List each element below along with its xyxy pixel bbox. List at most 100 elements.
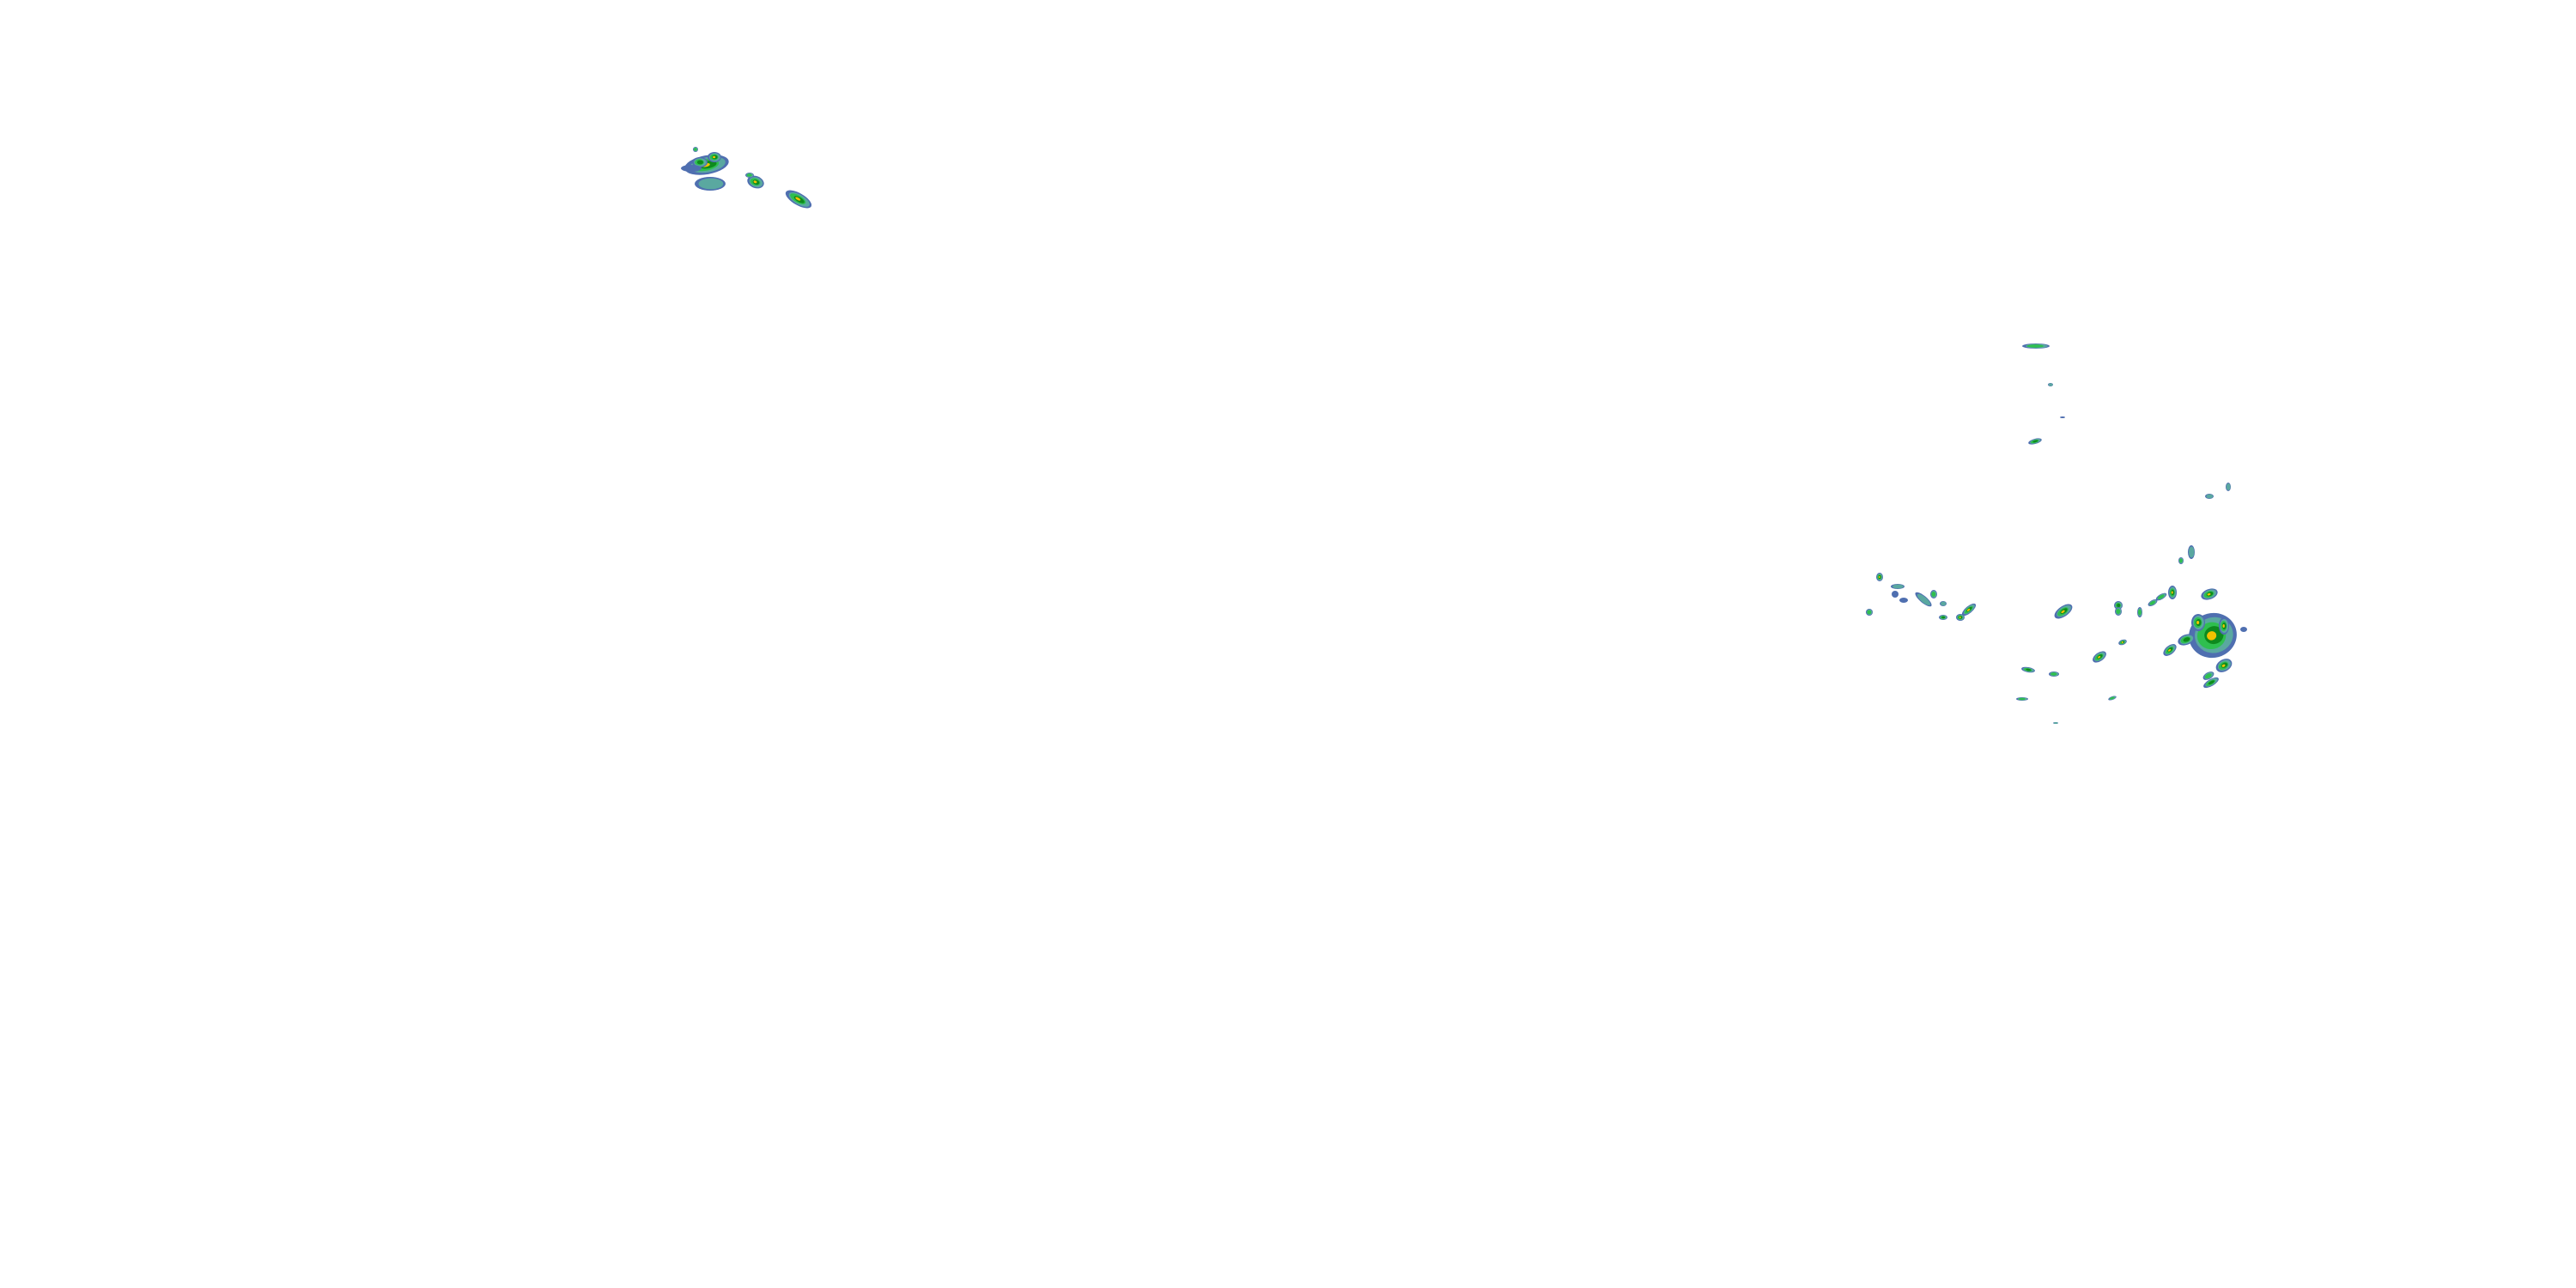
precipitation-cell xyxy=(2137,607,2142,617)
reflectivity-band xyxy=(2196,621,2200,624)
reflectivity-band xyxy=(746,173,752,177)
precipitation-cells xyxy=(681,147,2247,724)
precipitation-cell xyxy=(2163,644,2177,656)
reflectivity-band xyxy=(2226,483,2231,490)
precipitation-cell xyxy=(2148,599,2158,606)
precipitation-cell xyxy=(2215,659,2233,672)
precipitation-cell xyxy=(2021,666,2035,673)
precipitation-cell xyxy=(1915,592,1932,607)
precipitation-cell xyxy=(2155,592,2167,601)
precipitation-cell xyxy=(2115,607,2122,616)
precipitation-cell xyxy=(2219,617,2229,635)
precipitation-cell xyxy=(2049,671,2059,677)
precipitation-cell xyxy=(2188,545,2195,559)
precipitation-cell xyxy=(1961,603,1977,617)
reflectivity-band xyxy=(2138,609,2142,616)
reflectivity-band xyxy=(2060,416,2065,418)
reflectivity-band xyxy=(2149,600,2155,605)
precipitation-cell xyxy=(2060,416,2065,418)
precipitation-cell xyxy=(2114,601,2123,610)
reflectivity-band xyxy=(1867,610,1872,615)
precipitation-cell xyxy=(2205,494,2214,499)
reflectivity-band xyxy=(2048,383,2053,386)
reflectivity-band xyxy=(2204,673,2212,679)
reflectivity-band xyxy=(2117,604,2121,607)
precipitation-cell xyxy=(2178,557,2184,564)
reflectivity-band xyxy=(1931,592,1936,597)
reflectivity-band xyxy=(1892,591,1899,598)
precipitation-cell xyxy=(1866,609,1873,616)
precipitation-cell xyxy=(2048,383,2053,386)
reflectivity-band xyxy=(2116,609,2121,614)
reflectivity-band xyxy=(713,155,716,159)
precipitation-cell xyxy=(681,165,702,172)
reflectivity-band xyxy=(2207,592,2211,596)
precipitation-cell xyxy=(2016,697,2028,701)
reflectivity-band xyxy=(1941,601,1947,606)
reflectivity-band xyxy=(795,197,801,201)
precipitation-cell xyxy=(2093,651,2106,663)
precipitation-cell xyxy=(692,157,708,167)
reflectivity-band xyxy=(1941,616,1946,619)
reflectivity-band xyxy=(2061,610,2065,614)
precipitation-cell xyxy=(747,175,764,189)
reflectivity-band xyxy=(2026,344,2044,348)
precipitation-cell xyxy=(2240,627,2247,632)
reflectivity-band xyxy=(2208,680,2215,685)
reflectivity-band xyxy=(2179,558,2183,563)
precipitation-cell xyxy=(1891,584,1905,589)
reflectivity-band xyxy=(1917,593,1931,606)
reflectivity-band xyxy=(698,178,724,190)
precipitation-cell xyxy=(2178,634,2195,646)
precipitation-cell xyxy=(2191,614,2205,631)
reflectivity-band xyxy=(1893,584,1904,589)
precipitation-cell xyxy=(2226,483,2231,491)
precipitation-cell xyxy=(2028,438,2042,445)
precipitation-cell xyxy=(2118,639,2127,646)
precipitation-cell xyxy=(2203,677,2219,689)
precipitation-cell xyxy=(2201,588,2218,600)
reflectivity-band xyxy=(694,148,697,151)
reflectivity-band xyxy=(2222,624,2225,628)
precipitation-cell xyxy=(2053,722,2058,724)
reflectivity-band xyxy=(1959,617,1961,618)
reflectivity-band xyxy=(2053,722,2058,724)
reflectivity-band xyxy=(2183,637,2190,642)
precipitation-cell xyxy=(1940,601,1947,606)
precipitation-cell xyxy=(1930,590,1937,598)
reflectivity-band xyxy=(2026,668,2032,671)
precipitation-cell xyxy=(708,152,721,162)
reflectivity-band xyxy=(2207,631,2217,641)
precipitation-cell xyxy=(745,173,754,178)
precipitation-cell xyxy=(1892,591,1899,598)
precipitation-cell xyxy=(2022,343,2050,349)
precipitation-cell xyxy=(1876,573,1883,581)
reflectivity-band xyxy=(2189,546,2195,558)
reflectivity-band xyxy=(681,165,702,172)
reflectivity-band xyxy=(2109,696,2115,700)
precipitation-cell xyxy=(1939,615,1947,620)
reflectivity-band xyxy=(1966,608,1971,611)
precipitation-cell xyxy=(695,177,726,191)
precipitation-cell xyxy=(2108,696,2117,701)
precipitation-cell xyxy=(2168,586,2177,599)
reflectivity-band xyxy=(696,160,704,165)
reflectivity-band xyxy=(2157,594,2165,599)
precipitation-cell xyxy=(693,147,698,152)
precipitation-cell xyxy=(785,190,812,209)
reflectivity-band xyxy=(2240,627,2247,632)
reflectivity-band xyxy=(1878,576,1880,578)
reflectivity-band xyxy=(2121,641,2123,644)
precipitation-cell xyxy=(2202,671,2215,680)
reflectivity-band xyxy=(1899,598,1908,603)
reflectivity-band xyxy=(2098,655,2101,659)
reflectivity-band xyxy=(2018,697,2026,701)
reflectivity-band xyxy=(753,180,757,184)
reflectivity-band xyxy=(2050,672,2057,676)
reflectivity-band xyxy=(2168,648,2172,652)
reflectivity-band xyxy=(2221,664,2226,667)
precipitation-cell xyxy=(684,155,729,175)
precipitation-cell xyxy=(1956,614,1965,621)
reflectivity-band xyxy=(2206,494,2214,499)
